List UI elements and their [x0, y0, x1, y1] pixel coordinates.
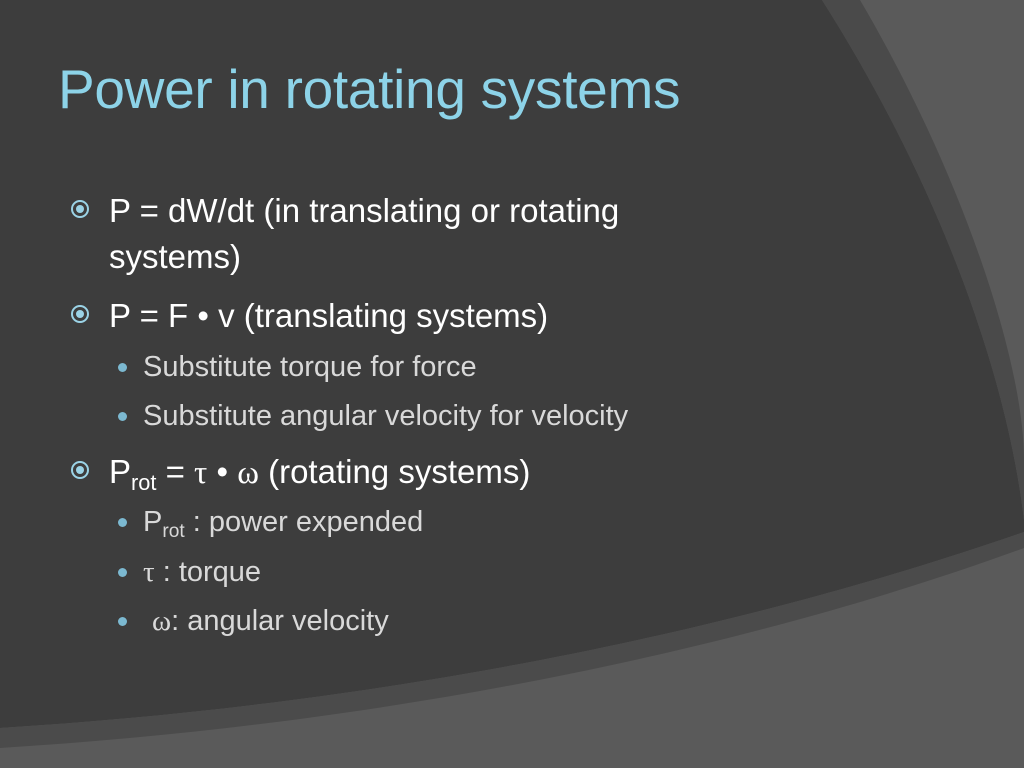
circled-dot-bullet-icon	[71, 200, 89, 218]
tau-symbol: τ	[143, 556, 155, 588]
bullet-2-sub-2-text: Substitute angular velocity for velocity	[143, 400, 629, 432]
dot-bullet-icon	[118, 363, 127, 372]
dot-operator: •	[207, 453, 238, 490]
circled-dot-bullet-icon	[71, 305, 89, 323]
background-bottom-band	[0, 532, 1024, 748]
tau-symbol: τ	[194, 455, 208, 491]
tau-definition: : torque	[154, 556, 262, 588]
bullet-3-rest: (rotating systems)	[258, 453, 531, 490]
bullet-2-sub-1: Substitute torque for force	[118, 350, 818, 384]
bullet-3-sub-2-text: τ : torque	[118, 555, 818, 589]
bullet-3-text: Prot = τ • ω (rotating systems)	[70, 449, 760, 496]
bullet-2-text: P = F • v (translating systems)	[109, 297, 549, 334]
power-definition: : power expended	[184, 506, 424, 538]
bullet-3-sub-3-text: ω: angular velocity	[118, 604, 818, 638]
dot-bullet-icon	[118, 568, 127, 577]
dot-bullet-icon	[118, 518, 127, 527]
bullet-3: Prot = τ • ω (rotating systems)	[70, 449, 760, 496]
power-subscript: rot	[162, 521, 185, 543]
bullet-3-sub-1-text: Prot : power expended	[118, 505, 818, 543]
bullet-3-sub-2: τ : torque	[118, 555, 818, 589]
equals-sign: =	[156, 453, 195, 490]
bullet-3-sub-1: Prot : power expended	[118, 505, 818, 543]
omega-symbol: ω	[237, 455, 259, 491]
dot-bullet-icon	[118, 617, 127, 626]
slide-title: Power in rotating systems	[58, 58, 681, 120]
bullet-2-sub-1-text: Substitute torque for force	[143, 351, 477, 383]
power-subscript: rot	[131, 469, 157, 495]
bullet-1: P = dW/dt (in translating or rotating sy…	[70, 188, 760, 280]
bullet-1-text: P = dW/dt (in translating or rotating sy…	[70, 188, 760, 280]
circled-dot-bullet-icon	[71, 461, 89, 479]
bullet-1-line-1: P = dW/dt (in translating or rotating	[109, 192, 620, 229]
bullet-2: P = F • v (translating systems)	[70, 293, 760, 339]
omega-definition: : angular velocity	[171, 605, 389, 637]
bullet-2-sub-2: Substitute angular velocity for velocity	[118, 399, 818, 433]
power-symbol: P	[109, 453, 132, 490]
background-dark-arc	[0, 0, 1024, 728]
bullet-1-line-2: systems)	[109, 238, 241, 275]
power-symbol: P	[143, 506, 163, 538]
bullet-3-sub-3: ω: angular velocity	[118, 604, 818, 638]
dot-bullet-icon	[118, 412, 127, 421]
omega-symbol: ω	[152, 605, 172, 637]
